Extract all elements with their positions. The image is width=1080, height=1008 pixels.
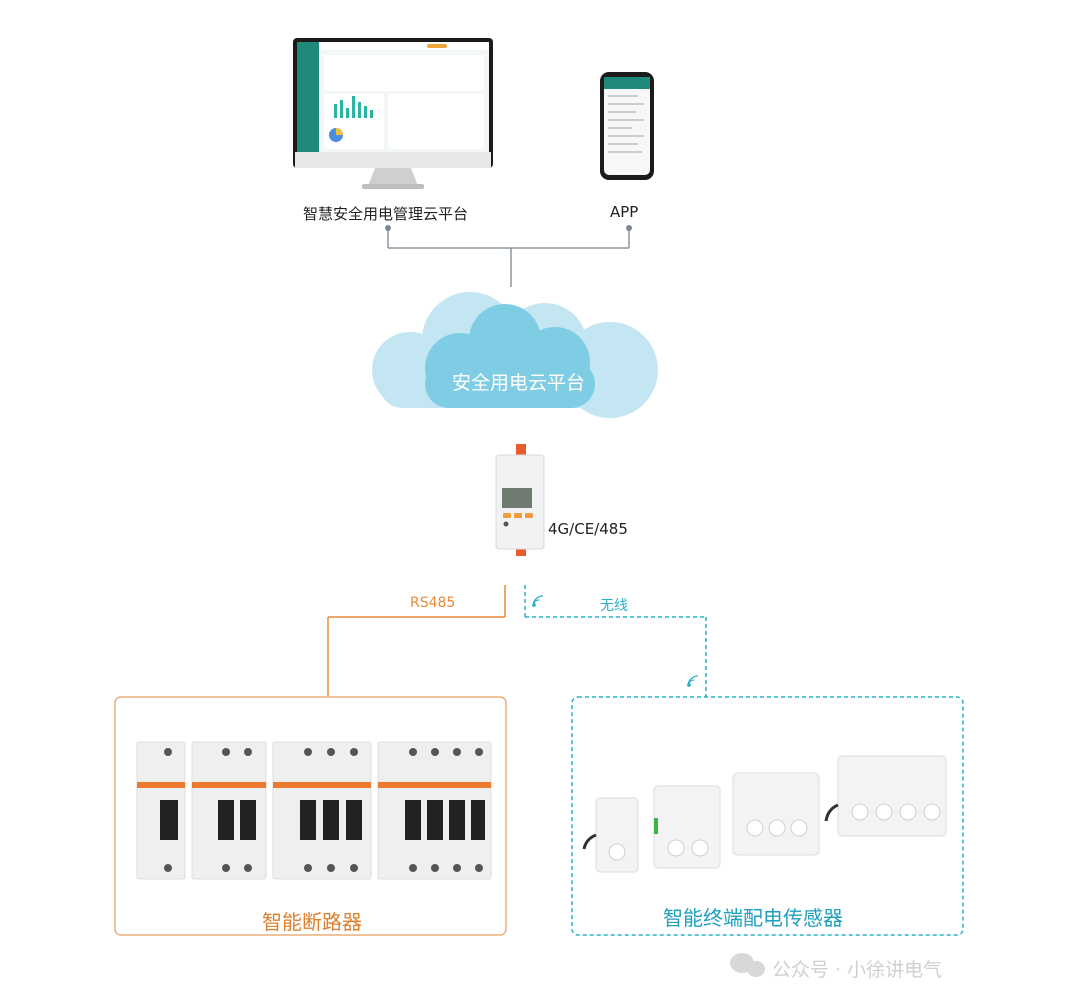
app-label: APP: [610, 203, 639, 221]
sensor-1ch: [582, 797, 639, 873]
sensors-title: 智能终端配电传感器: [663, 906, 843, 930]
wechat-icon: [730, 953, 765, 977]
phone-device: [600, 72, 654, 180]
monitor-device: [293, 38, 493, 189]
breaker-3p: [272, 741, 372, 880]
sensors-group-box: [571, 696, 964, 936]
top-connectors: [387, 228, 630, 287]
breaker-2p: [191, 741, 267, 880]
rs485-line: [327, 585, 506, 697]
wireless-label: 无线: [600, 598, 628, 614]
gateway-label: 4G/CE/485: [548, 520, 628, 538]
gateway-device: [495, 444, 545, 556]
breakers-title: 智能断路器: [262, 910, 362, 934]
watermark-text: 公众号 · 小徐讲电气: [772, 959, 943, 981]
cloud-shape: [372, 292, 658, 418]
wifi-icon-sensors: [687, 675, 699, 687]
sensor-3ch: [732, 772, 820, 856]
wifi-icon: [532, 595, 544, 607]
rs485-label: RS485: [410, 595, 456, 611]
wireless-line: [524, 585, 707, 697]
cloud-label: 安全用电云平台: [452, 372, 586, 394]
breaker-1p: [136, 741, 186, 880]
breakers-group-box: [114, 696, 507, 936]
connector-dot-platform: [385, 225, 391, 231]
sensor-2ch: [653, 785, 721, 869]
platform-label: 智慧安全用电管理云平台: [303, 205, 469, 223]
sensor-4ch: [824, 755, 947, 837]
breaker-4p: [377, 741, 492, 880]
connector-dot-app: [626, 225, 632, 231]
